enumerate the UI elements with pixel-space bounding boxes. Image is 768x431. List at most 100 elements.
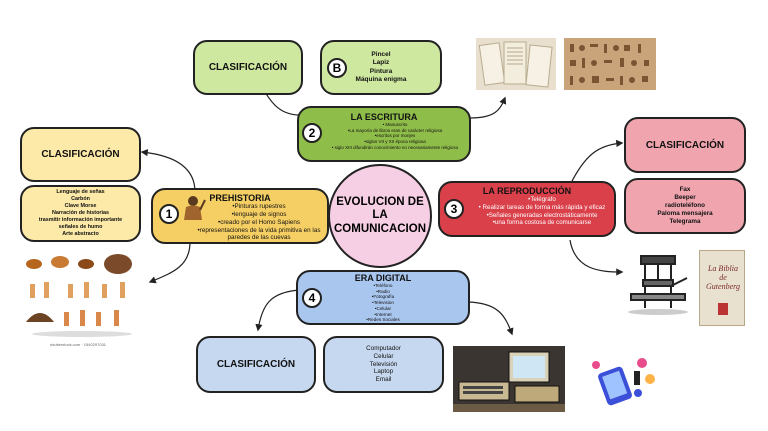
vintage-computer-image bbox=[453, 346, 565, 412]
caveman-icon bbox=[180, 194, 206, 224]
escritura-item: • Manuscrito bbox=[382, 122, 408, 127]
escritura-item: • siglo XIII difundirán conocimiento no … bbox=[331, 144, 459, 150]
reproduccion-item: •Señales generadas electrostáticamente bbox=[486, 211, 598, 219]
reproduccion-item: • Realizar tareas de forma más rápida y … bbox=[478, 203, 606, 211]
class-item: señales de humo bbox=[58, 224, 103, 231]
center-node: EVOLUCION DE LA COMUNICACION bbox=[328, 164, 432, 268]
class-item: Narración de historias bbox=[52, 209, 109, 216]
arrow-prehistoria-clasificacion bbox=[140, 149, 196, 193]
escritura-clasificacion-items-box: Pincel Lapiz Pintura Máquina enigma bbox=[320, 40, 442, 95]
prehistoria-node: PREHISTORIA •Pinturas rupestres •lenguaj… bbox=[151, 188, 329, 244]
reproduccion-node: LA REPRODUCCIÓN •Telégrafo • Realizar ta… bbox=[438, 181, 616, 237]
arrow-reproduccion-images bbox=[569, 239, 624, 276]
digital-node: ERA DIGITAL •Teléfono •Radio •Fotografía… bbox=[296, 270, 470, 325]
class-item: radioteléfono bbox=[665, 202, 705, 210]
reproduccion-item: •una forma costosa de comunicarse bbox=[492, 219, 592, 227]
prehistoria-clasificacion-items-box: Lenguaje de señas Carbón Clave Morse Nar… bbox=[20, 185, 141, 242]
prehistoria-title: PREHISTORIA bbox=[209, 193, 271, 203]
digital-item: •Celular bbox=[374, 305, 392, 311]
class-item: Pintura bbox=[369, 67, 393, 75]
number-4-badge: 4 bbox=[302, 288, 322, 308]
prehistoria-item: •representaciones de la vida primitiva e… bbox=[197, 226, 321, 242]
reproduccion-items: •Telégrafo • Realizar tareas de forma má… bbox=[449, 196, 606, 227]
digital-item: •Fotografía bbox=[371, 294, 395, 300]
class-item: Pincel bbox=[371, 51, 391, 59]
escritura-item: •siglos VII y XII época religiosa bbox=[364, 138, 426, 144]
class-item: Paloma mensajera bbox=[657, 209, 713, 217]
class-item: Lenguaje de señas bbox=[56, 188, 105, 195]
reproduccion-clasificacion-items-box: Fax Beeper radioteléfono Paloma mensajer… bbox=[624, 178, 746, 234]
number-2-badge: 2 bbox=[302, 123, 322, 143]
escritura-clasificacion-box: CLASIFICACIÓN bbox=[193, 40, 303, 95]
badge-b: B bbox=[327, 58, 347, 78]
bible-title: La Biblia de Gutenberg bbox=[706, 264, 740, 291]
digital-title: ERA DIGITAL bbox=[354, 273, 412, 283]
digital-item: •Redes Sociales bbox=[366, 317, 400, 323]
digital-clasificacion-items: Computador Celular Televisión Laptop Ema… bbox=[366, 345, 401, 384]
digital-item: •Television bbox=[372, 300, 394, 306]
hieroglyphs-image bbox=[564, 38, 656, 90]
center-title: EVOLUCION DE LA COMUNICACION bbox=[334, 196, 426, 235]
escritura-node: LA ESCRITURA • Manuscrito •La mayoría de… bbox=[297, 106, 471, 162]
social-media-image bbox=[572, 349, 684, 414]
number-3-label: 3 bbox=[450, 202, 458, 216]
reproduccion-item: •Telégrafo bbox=[528, 196, 556, 203]
arrow-escritura-images bbox=[469, 96, 507, 119]
digital-items: •Teléfono •Radio •Fotografía •Television… bbox=[366, 283, 400, 323]
bible-emblem-icon bbox=[718, 303, 728, 315]
arrow-prehistoria-images bbox=[148, 241, 191, 284]
class-item: Carbón bbox=[71, 195, 90, 202]
class-item: Email bbox=[375, 376, 392, 384]
prehistoria-item: •lenguaje de signos bbox=[231, 210, 287, 218]
prehistoria-items: •Pinturas rupestres •lenguaje de signos … bbox=[153, 203, 327, 242]
class-item: Laptop bbox=[373, 368, 394, 376]
prehistoria-item: •Pinturas rupestres bbox=[232, 203, 286, 210]
prehistoria-clasificacion-items: Lenguaje de señas Carbón Clave Morse Nar… bbox=[39, 189, 122, 238]
class-item: Beeper bbox=[674, 194, 696, 202]
escritura-title: LA ESCRITURA bbox=[350, 112, 418, 122]
class-item: Computador bbox=[366, 344, 401, 352]
class-item: Máquina enigma bbox=[355, 75, 407, 83]
prehistoria-item: •creado por el Homo Sapiens bbox=[217, 218, 300, 226]
escritura-clasificacion-label: CLASIFICACIÓN bbox=[208, 62, 288, 73]
class-item: Fax bbox=[679, 186, 691, 194]
class-item: Televisión bbox=[369, 360, 398, 368]
prehistoria-clasificacion-box: CLASIFICACIÓN bbox=[20, 127, 141, 182]
class-item: Clave Morse bbox=[64, 202, 97, 209]
digital-clasificacion-box: CLASIFICACIÓN bbox=[196, 336, 316, 393]
badge-b-label: B bbox=[332, 61, 342, 75]
reproduccion-title: LA REPRODUCCIÓN bbox=[482, 186, 572, 196]
escritura-clasificacion-items: Pincel Lapiz Pintura Máquina enigma bbox=[356, 51, 407, 84]
prehistoric-life-image bbox=[22, 250, 140, 340]
arrow-digital-clasificacion bbox=[255, 289, 301, 332]
arrow-reproduccion-clasificacion bbox=[569, 139, 624, 186]
digital-clasificacion-label: CLASIFICACIÓN bbox=[216, 359, 296, 370]
digital-clasificacion-items-box: Computador Celular Televisión Laptop Ema… bbox=[323, 336, 444, 393]
number-1-badge: 1 bbox=[159, 204, 179, 224]
gutenberg-bible-image: La Biblia de Gutenberg bbox=[699, 250, 745, 326]
number-4-label: 4 bbox=[308, 291, 316, 305]
escritura-item: •escritos por monjes bbox=[374, 133, 416, 139]
class-item: Celular bbox=[373, 352, 394, 360]
image-credit: shutterstock.com · 1540297031 bbox=[50, 342, 107, 347]
digital-item: •Teléfono bbox=[373, 283, 393, 288]
prehistoria-clasificacion-label: CLASIFICACIÓN bbox=[41, 149, 120, 160]
class-item: Lapiz bbox=[372, 59, 390, 67]
number-3-badge: 3 bbox=[444, 199, 464, 219]
reproduccion-clasificacion-label: CLASIFICACIÓN bbox=[645, 139, 725, 151]
number-2-label: 2 bbox=[308, 126, 316, 140]
escritura-item: •La mayoría de libros eran de carácter r… bbox=[347, 127, 443, 133]
digital-item: •Internet bbox=[374, 311, 392, 317]
arrow-digital-images bbox=[467, 301, 514, 336]
class-item: trasmitir información importante bbox=[38, 217, 123, 223]
escritura-items: • Manuscrito •La mayoría de libros eran … bbox=[310, 122, 458, 150]
reproduccion-clasificacion-box: CLASIFICACIÓN bbox=[624, 117, 746, 173]
class-item: Arte abstracto bbox=[62, 231, 99, 238]
printing-press-image bbox=[623, 250, 693, 316]
reproduccion-clasificacion-items: Fax Beeper radioteléfono Paloma mensajer… bbox=[657, 186, 712, 225]
class-item: Telegrama bbox=[669, 217, 701, 225]
digital-item: •Radio bbox=[376, 288, 390, 294]
manuscript-image bbox=[476, 38, 556, 90]
number-1-label: 1 bbox=[165, 207, 173, 221]
